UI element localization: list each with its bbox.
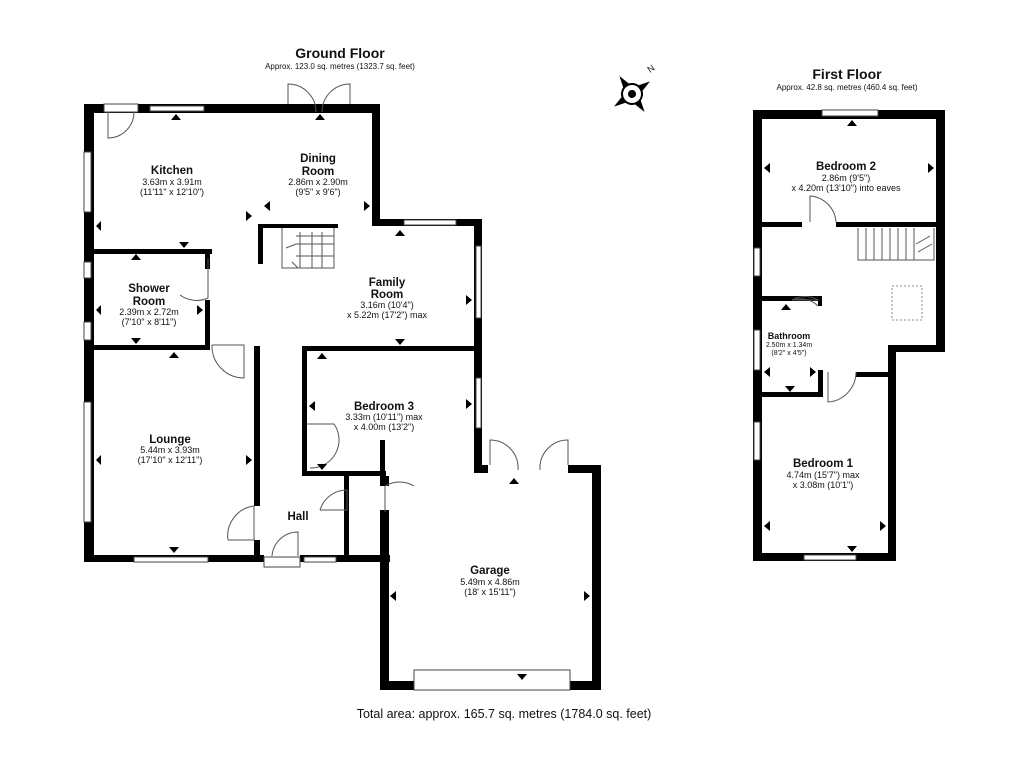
hall-name: Hall <box>287 511 308 523</box>
ground-floor-windows <box>83 103 571 691</box>
bedroom1-dim-metric: 4.74m (15'7") max <box>787 470 860 480</box>
lounge-name: Lounge <box>149 434 191 446</box>
dining-name-1: Dining <box>300 153 336 165</box>
first-floor-doors <box>791 195 935 403</box>
room-family: Family Room 3.16m (10'4") x 5.22m (17'2"… <box>347 277 427 320</box>
first-floor-title: First Floor <box>812 66 882 82</box>
bedroom1-dim-imperial: x 3.08m (10'1") <box>793 480 853 490</box>
lounge-dim-imperial: (17'10" x 12'11") <box>138 455 203 465</box>
ground-floor-dimension-arrows <box>96 114 590 680</box>
bedroom1-name: Bedroom 1 <box>793 458 854 470</box>
ground-floor-doors <box>107 83 569 557</box>
family-name-2: Room <box>371 289 404 301</box>
garage-dim-metric: 5.49m x 4.86m <box>460 577 520 587</box>
ground-floor-title: Ground Floor <box>295 45 385 61</box>
room-bedroom1: Bedroom 1 4.74m (15'7") max x 3.08m (10'… <box>787 458 860 490</box>
ground-floor-area: Approx. 123.0 sq. metres (1323.7 sq. fee… <box>265 62 415 71</box>
dining-dim-imperial: (9'5" x 9'6") <box>295 187 340 197</box>
bedroom3-dim-imperial: x 4.00m (13'2") <box>354 422 414 432</box>
garage-name: Garage <box>470 565 510 577</box>
bedroom3-dim-metric: 3.33m (10'11") max <box>345 412 423 422</box>
shower-name-1: Shower <box>128 283 170 295</box>
lounge-dim-metric: 5.44m x 3.93m <box>140 445 200 455</box>
kitchen-dim-metric: 3.63m x 3.91m <box>142 177 202 187</box>
family-name-1: Family <box>369 277 406 289</box>
kitchen-name: Kitchen <box>151 165 193 177</box>
room-dining: Dining Room 2.86m x 2.90m (9'5" x 9'6") <box>288 153 348 197</box>
family-dim-metric: 3.16m (10'4") <box>360 300 413 310</box>
bedroom2-dim-metric: 2.86m (9'5") <box>822 173 870 183</box>
bathroom-dim-imperial: (8'2" x 4'5") <box>771 350 806 357</box>
dining-name-2: Room <box>302 166 335 178</box>
room-lounge: Lounge 5.44m x 3.93m (17'10" x 12'11") <box>138 434 203 465</box>
room-kitchen: Kitchen 3.63m x 3.91m (11'11" x 12'10") <box>140 165 204 197</box>
kitchen-dim-imperial: (11'11" x 12'10") <box>140 187 204 197</box>
shower-dim-metric: 2.39m x 2.72m <box>119 307 179 317</box>
first-floor-windows <box>753 109 879 561</box>
shower-name-2: Room <box>133 296 166 308</box>
room-shower: Shower Room 2.39m x 2.72m (7'10" x 8'11"… <box>119 283 179 327</box>
room-hall: Hall <box>287 511 308 523</box>
room-bedroom2: Bedroom 2 2.86m (9'5") x 4.20m (13'10") … <box>792 161 901 193</box>
bedroom3-name: Bedroom 3 <box>354 401 414 413</box>
room-bathroom: Bathroom 2.50m x 1.34m (8'2" x 4'5") <box>766 331 812 357</box>
first-floor-area: Approx. 42.8 sq. metres (460.4 sq. feet) <box>777 83 918 92</box>
shower-dim-imperial: (7'10" x 8'11") <box>122 317 177 327</box>
bedroom2-dim-imperial: x 4.20m (13'10") into eaves <box>792 183 901 193</box>
compass-north-label: N <box>645 63 656 75</box>
first-floor-dimension-arrows <box>764 120 934 552</box>
compass-icon <box>613 75 651 113</box>
garage-dim-imperial: (18' x 15'11") <box>464 587 516 597</box>
family-dim-imperial: x 5.22m (17'2") max <box>347 310 427 320</box>
total-area: Total area: approx. 165.7 sq. metres (17… <box>357 707 652 721</box>
bathroom-dim-metric: 2.50m x 1.34m <box>766 342 812 349</box>
dining-dim-metric: 2.86m x 2.90m <box>288 177 348 187</box>
bedroom2-name: Bedroom 2 <box>816 161 876 173</box>
bathroom-name: Bathroom <box>768 331 811 341</box>
room-garage: Garage 5.49m x 4.86m (18' x 15'11") <box>460 565 520 597</box>
room-bedroom3: Bedroom 3 3.33m (10'11") max x 4.00m (13… <box>345 401 423 432</box>
